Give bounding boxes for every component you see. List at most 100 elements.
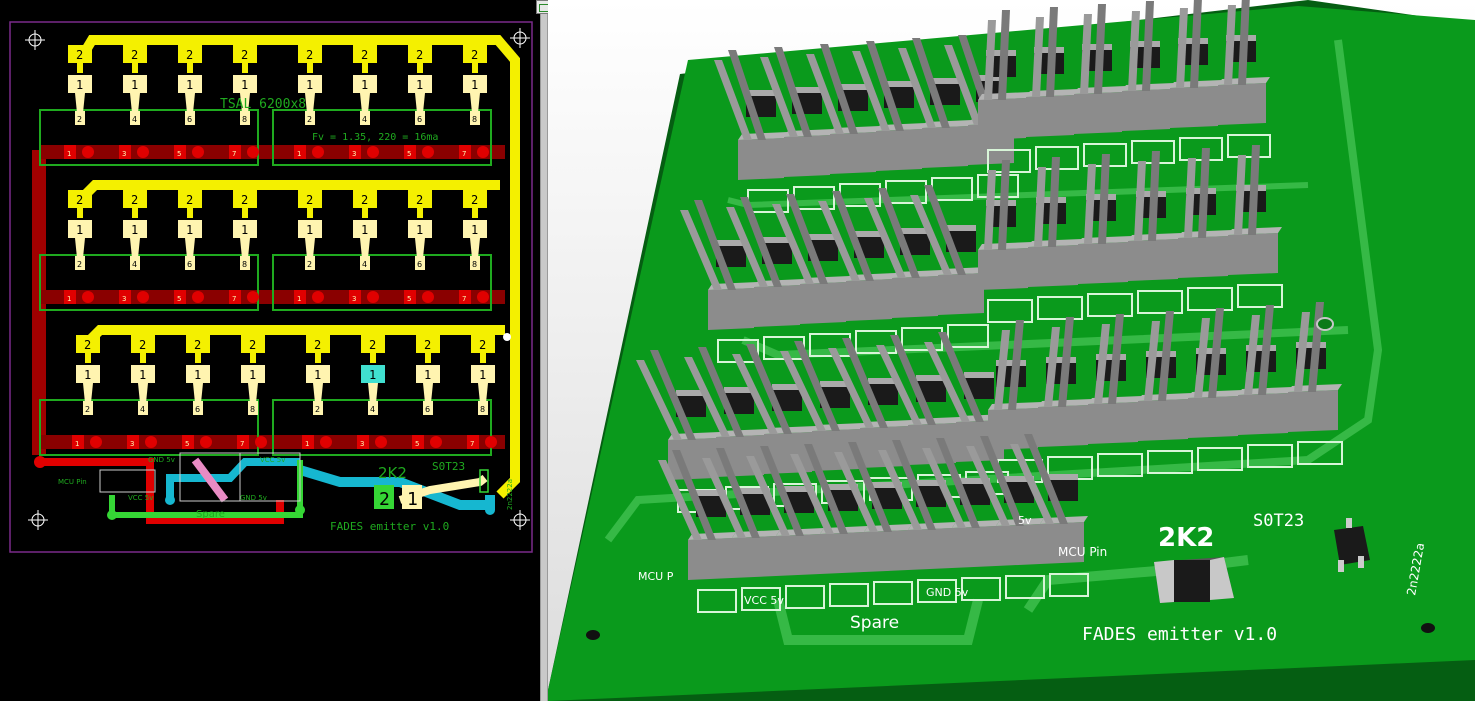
mount-hole-tl	[25, 30, 45, 50]
pin-low-label: 3	[352, 150, 356, 158]
pin-low-label: 7	[232, 150, 236, 158]
pad-mid-label: 1	[314, 368, 321, 382]
pin-number: 6	[195, 405, 200, 414]
pad-top	[353, 45, 377, 63]
pad-top-label: 2	[194, 338, 201, 352]
pad-mid-label: 1	[369, 368, 376, 382]
3d-view[interactable]: 2K2 S0T23 FADES emitter v1.0 Spare MCU P…	[548, 0, 1475, 701]
pad-mid-label: 1	[306, 78, 313, 92]
pad-mid	[241, 365, 265, 383]
3d-gnd-side-label: 5v	[1018, 514, 1032, 527]
pin-low-label: 7	[470, 440, 474, 448]
pad-top	[68, 45, 92, 63]
3d-canvas[interactable]: 2K2 S0T23 FADES emitter v1.0 Spare MCU P…	[548, 0, 1475, 701]
pin-low-label: 1	[305, 440, 309, 448]
pad-mid-label: 1	[424, 368, 431, 382]
trace-3d-1	[604, 39, 1383, 543]
pad-mid	[186, 365, 210, 383]
pad-top-label: 2	[139, 338, 146, 352]
pad-top	[178, 190, 202, 208]
pad-top-label: 2	[471, 193, 478, 207]
pin-number: 2	[77, 260, 82, 269]
pad-top	[463, 45, 487, 63]
pad-mid	[408, 75, 432, 93]
sot23-label: S0T23	[432, 460, 465, 473]
pad-top	[233, 190, 257, 208]
pane-splitter[interactable]	[540, 0, 548, 701]
pad-top-label: 2	[416, 193, 423, 207]
pad-top	[123, 190, 147, 208]
pad-mid-label: 1	[76, 223, 83, 237]
pad-top-label: 2	[369, 338, 376, 352]
3d-mcu-left-label: MCU P	[638, 570, 674, 583]
pad-top	[241, 335, 265, 353]
pin-low-label: 7	[240, 440, 244, 448]
pin-low-label: 1	[297, 295, 301, 303]
cyan-trace	[166, 458, 300, 500]
pad-mid-label: 1	[471, 223, 478, 237]
pad-top	[471, 335, 495, 353]
pin-low-label: 3	[130, 440, 134, 448]
3d-mcu-label: MCU Pin	[1058, 545, 1107, 559]
via	[295, 505, 305, 515]
pad-mid-label: 1	[361, 223, 368, 237]
pin-number: 6	[187, 115, 192, 124]
pin-number: 4	[132, 115, 137, 124]
3d-spare-label: Spare	[850, 613, 899, 633]
pad-top	[408, 45, 432, 63]
pad-top	[298, 190, 322, 208]
pin-number: 4	[362, 260, 367, 269]
pad-mid	[408, 220, 432, 238]
pad-mid-label: 1	[241, 78, 248, 92]
pad-mid-label: 1	[186, 78, 193, 92]
pin-number: 8	[242, 260, 247, 269]
pad-mid	[233, 220, 257, 238]
pcb-layout-canvas[interactable]: 2121214321652187212121432165218721212143…	[0, 0, 540, 701]
pad-mid-label: 1	[416, 223, 423, 237]
pad-mid	[68, 220, 92, 238]
pad-mid	[353, 75, 377, 93]
pad-top	[233, 45, 257, 63]
3d-component-rows	[636, 0, 1343, 613]
pad-mid	[131, 365, 155, 383]
pad-mid	[123, 75, 147, 93]
pin-number: 4	[362, 115, 367, 124]
pin-low-label: 3	[122, 150, 126, 158]
pad-top-label: 2	[241, 193, 248, 207]
pad-top-label: 2	[479, 338, 486, 352]
pin-number: 6	[417, 260, 422, 269]
vcc5v-label: VCC 5v	[260, 456, 285, 464]
2k2-label: 2K2	[378, 464, 407, 482]
pin-low-label: 3	[122, 295, 126, 303]
pin-number: 8	[472, 260, 477, 269]
resistor-pad-2-label: 2	[379, 489, 390, 510]
via	[485, 505, 495, 515]
pin-low-label: 5	[415, 440, 419, 448]
pad-mid	[306, 365, 330, 383]
header-outline-2	[239, 452, 301, 502]
pad-top	[68, 190, 92, 208]
pad-mid	[298, 220, 322, 238]
pin-low-label: 5	[185, 440, 189, 448]
pin-low-label: 1	[67, 150, 71, 158]
module-outline	[39, 399, 259, 456]
fades-label: FADES emitter v1.0	[330, 520, 449, 533]
pin-low-label: 7	[462, 150, 466, 158]
pad-mid	[68, 75, 92, 93]
pin-low-label: 7	[232, 295, 236, 303]
pad-mid-label: 1	[139, 368, 146, 382]
pin-number: 2	[307, 115, 312, 124]
3d-header-row	[680, 185, 989, 363]
